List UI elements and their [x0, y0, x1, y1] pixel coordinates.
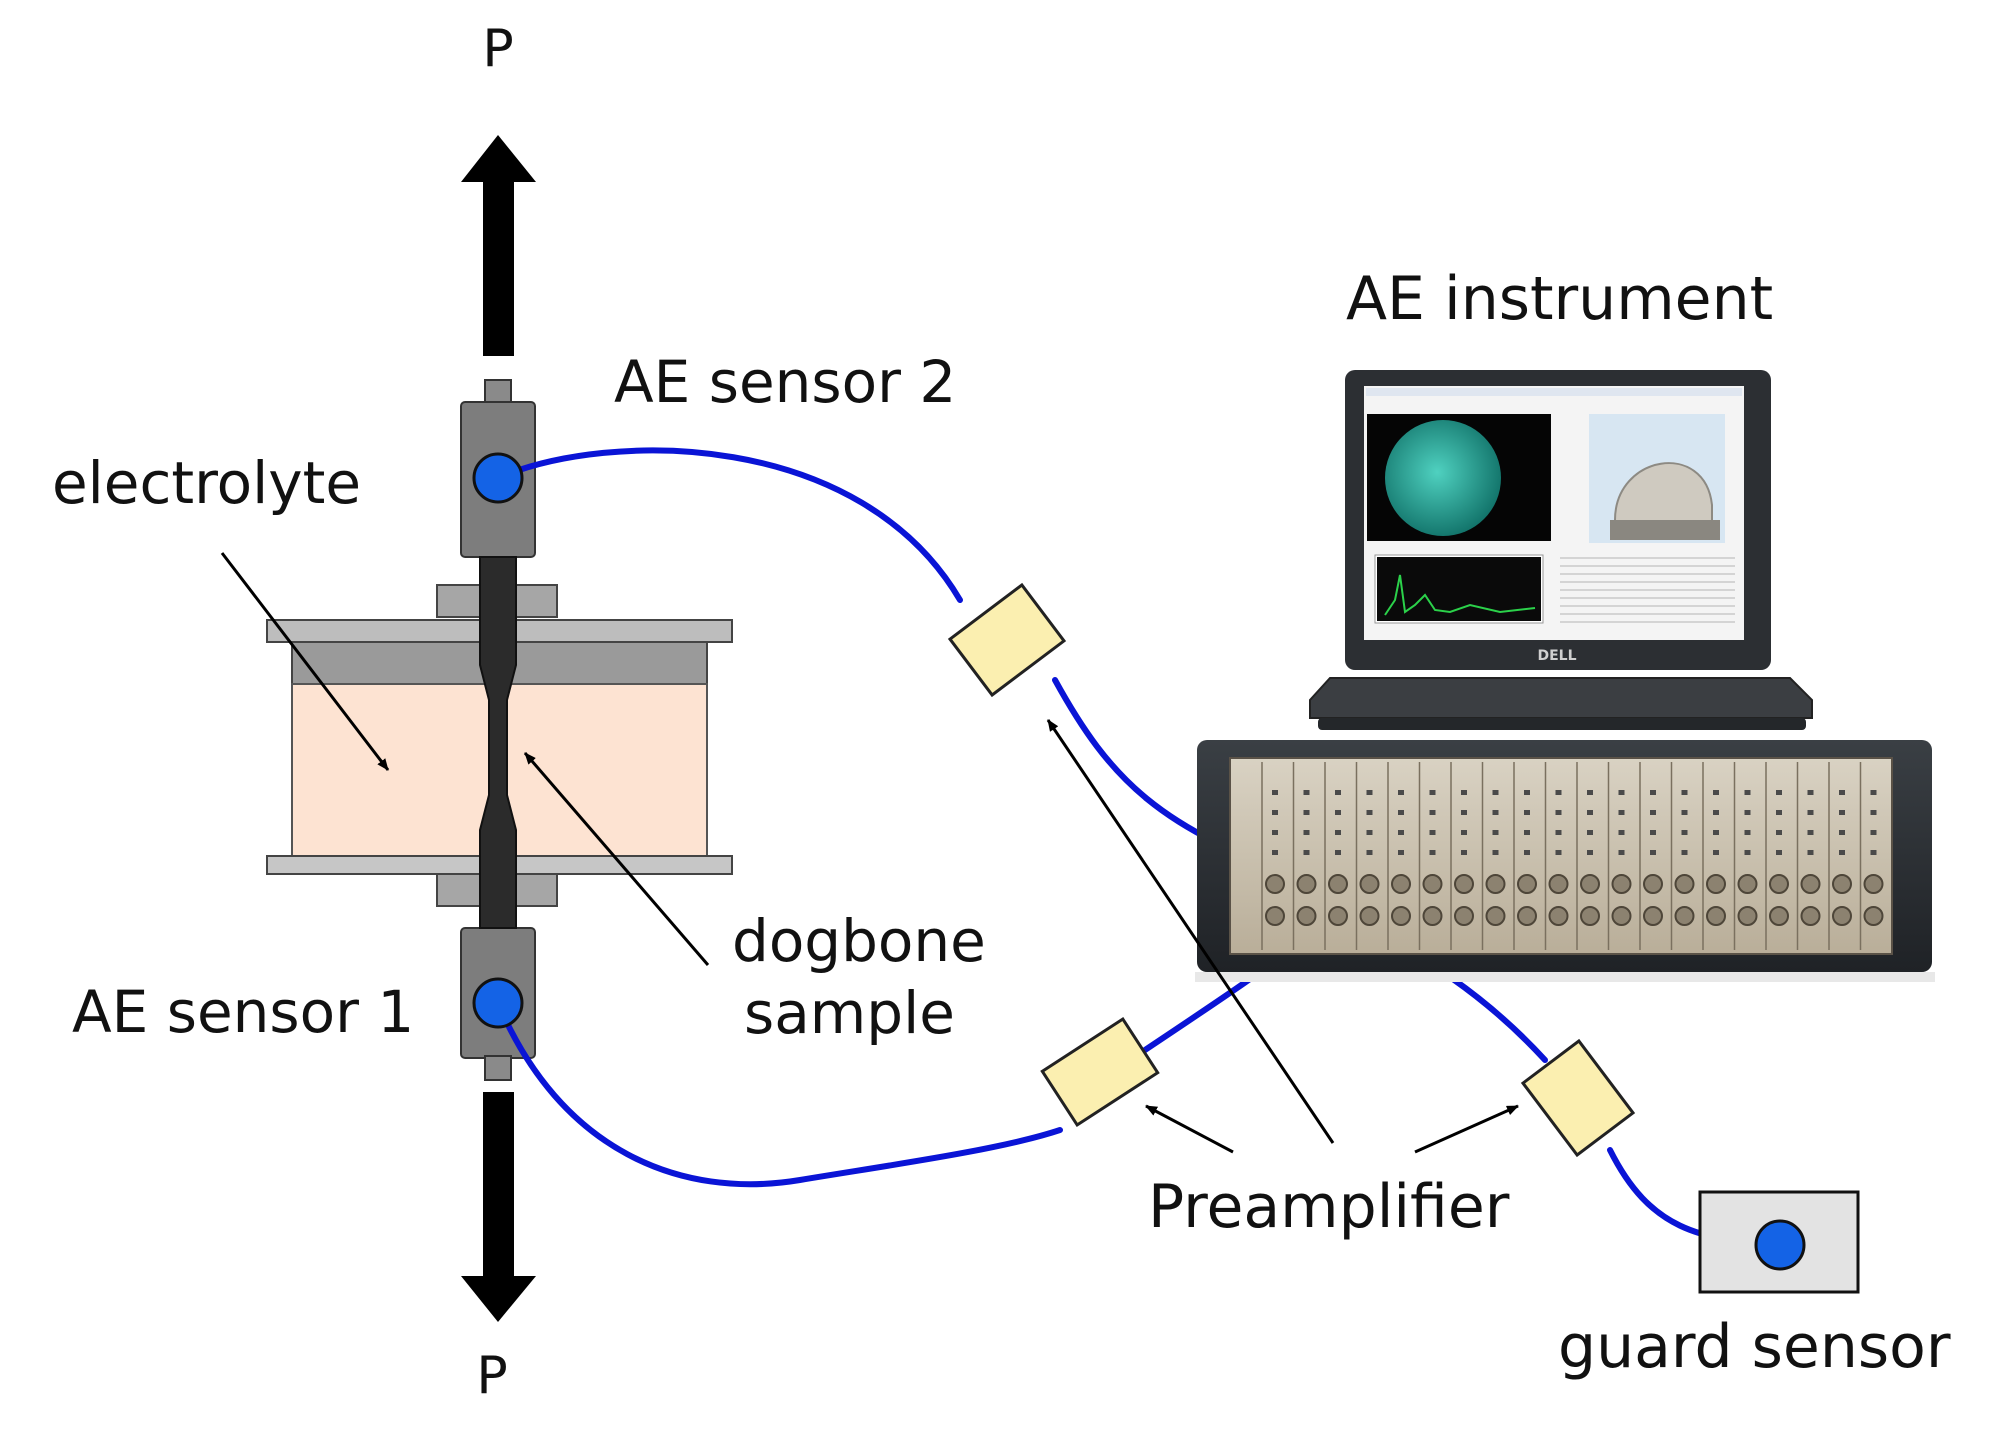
- test-fixture: [266, 379, 733, 1081]
- rack-modules: [1261, 762, 1884, 950]
- label-dogbone-line1: dogbone: [732, 907, 986, 975]
- observatory-photo: [1614, 462, 1713, 536]
- laptop: DELL: [1309, 370, 1813, 730]
- dome-image: [1385, 420, 1501, 536]
- label-guard-sensor: guard sensor: [1558, 1312, 1951, 1382]
- label-ae-instrument: AE instrument: [1346, 264, 1773, 334]
- label-preamplifier: Preamplifier: [1148, 1172, 1510, 1242]
- load-label-top: P: [482, 19, 513, 79]
- label-ae-sensor-1: AE sensor 1: [72, 978, 414, 1046]
- guard-sensor: [1698, 1190, 1860, 1294]
- pointer-preamp-guard: [1414, 1104, 1519, 1154]
- load-arrow-bottom: [461, 1092, 536, 1322]
- ae-sensor-1: [472, 977, 524, 1029]
- preamplifier-2: [1040, 1016, 1160, 1128]
- label-electrolyte: electrolyte: [52, 449, 361, 517]
- pointer-preamp-top: [1046, 719, 1335, 1144]
- ae-instrument-rack: [1195, 740, 1935, 982]
- preamplifier-3: [1520, 1038, 1636, 1158]
- laptop-brand-logo: DELL: [1537, 648, 1576, 664]
- load-arrow-top: [461, 135, 536, 356]
- pointer-preamp-bottom: [1145, 1104, 1234, 1154]
- dogbone-sample: [479, 556, 517, 929]
- label-ae-sensor-2: AE sensor 2: [614, 348, 956, 416]
- screen-table: [1560, 557, 1735, 623]
- ae-sensor-2: [472, 452, 524, 504]
- label-dogbone-line2: sample: [744, 979, 955, 1047]
- cable-sensor2-preamp: [495, 447, 963, 603]
- cable-sensor1-preamp: [495, 1000, 1063, 1188]
- pointer-electrolyte: [220, 552, 390, 771]
- load-label-bottom: P: [476, 1346, 507, 1406]
- pointer-dogbone: [523, 752, 710, 966]
- preamplifier-1: [947, 582, 1067, 698]
